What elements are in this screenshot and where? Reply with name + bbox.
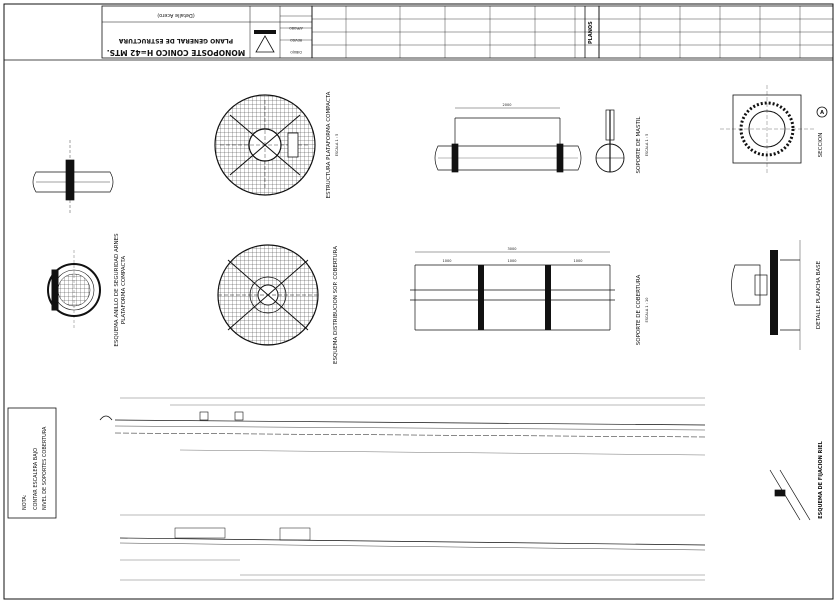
ladder-fixing-label: ESQUEMA DE FIJACION RIEL — [818, 440, 824, 518]
mast-length-dim: 2000 — [503, 103, 512, 107]
cover-seg2-dim: 1000 — [508, 259, 517, 263]
clamp-detail-top — [32, 140, 114, 215]
cover-seg3-dim: 1000 — [574, 259, 583, 263]
title-block: MONOPOSTE CONICO H=42 MTS. PLANO GENERAL… — [101, 5, 313, 59]
planos-label: PLANOS — [588, 21, 594, 44]
revision-table — [311, 5, 834, 59]
cover-length-dim: 3000 — [508, 247, 517, 251]
drawing-title: MONOPOSTE CONICO H=42 MTS. — [107, 48, 246, 57]
safety-ring-label-1: ESQUEMA ANILLO DE SEGURIDAD ARNES — [114, 233, 120, 347]
cover-support-elevation — [410, 251, 615, 331]
mast-support-section — [595, 109, 625, 173]
mast-support-label: SOPORTE DE MASTIL — [636, 116, 642, 174]
base-plate-section — [720, 85, 815, 175]
note-box — [7, 407, 57, 519]
section-mark: A — [820, 110, 824, 116]
cover-seg1-dim: 1000 — [443, 259, 452, 263]
company-logo-icon — [255, 35, 275, 53]
sheet-border — [3, 3, 834, 600]
reviso-label: REVISO — [290, 38, 302, 42]
base-plate-detail — [731, 240, 801, 350]
note-title: NOTA: — [22, 494, 28, 510]
compact-platform-label: ESTRUCTURA PLATAFORMA COMPACTA — [326, 91, 332, 198]
lower-mast-elevation — [119, 514, 706, 581]
cover-support-distribution-plan — [217, 244, 319, 346]
mast-support-elevation — [434, 107, 582, 173]
safety-ring-label-2: PLATAFORMA COMPACTA — [121, 256, 127, 324]
upper-mast-elevation — [99, 397, 706, 456]
section-label: SECCION — [818, 133, 824, 158]
base-plate-label: DETALLE PLANCHA BASE — [816, 260, 822, 329]
note-line-2: NIVEL DE SOPORTES COBERTURA — [42, 426, 48, 510]
mast-support-scale: ESCALA 1 : 5 — [645, 134, 649, 157]
compact-platform-scale: ESCALA 1 : 5 — [335, 134, 339, 157]
section-mark-icon — [816, 106, 828, 118]
compact-platform-plan — [214, 94, 316, 196]
cover-support-scale: ESCALA 1 : 10 — [645, 298, 649, 323]
ladder-fixing-detail — [769, 469, 811, 521]
safety-ring-detail — [47, 250, 101, 330]
dibujo-label: DIBUJO — [290, 50, 302, 54]
note-line-1: CONTAR ESCALERA BAJO — [33, 448, 39, 510]
cover-support-distribution-label: ESQUEMA DISTRIBUCION SOP. COBERTURA — [333, 246, 339, 364]
drawing-subtitle: PLANO GENERAL DE ESTRUCTURA — [119, 37, 234, 44]
aprobo-label: APROBO — [289, 26, 303, 30]
drawing-material: (Detalle Acero) — [157, 12, 195, 18]
cover-support-label: SOPORTE DE COBERTURA — [636, 275, 642, 346]
